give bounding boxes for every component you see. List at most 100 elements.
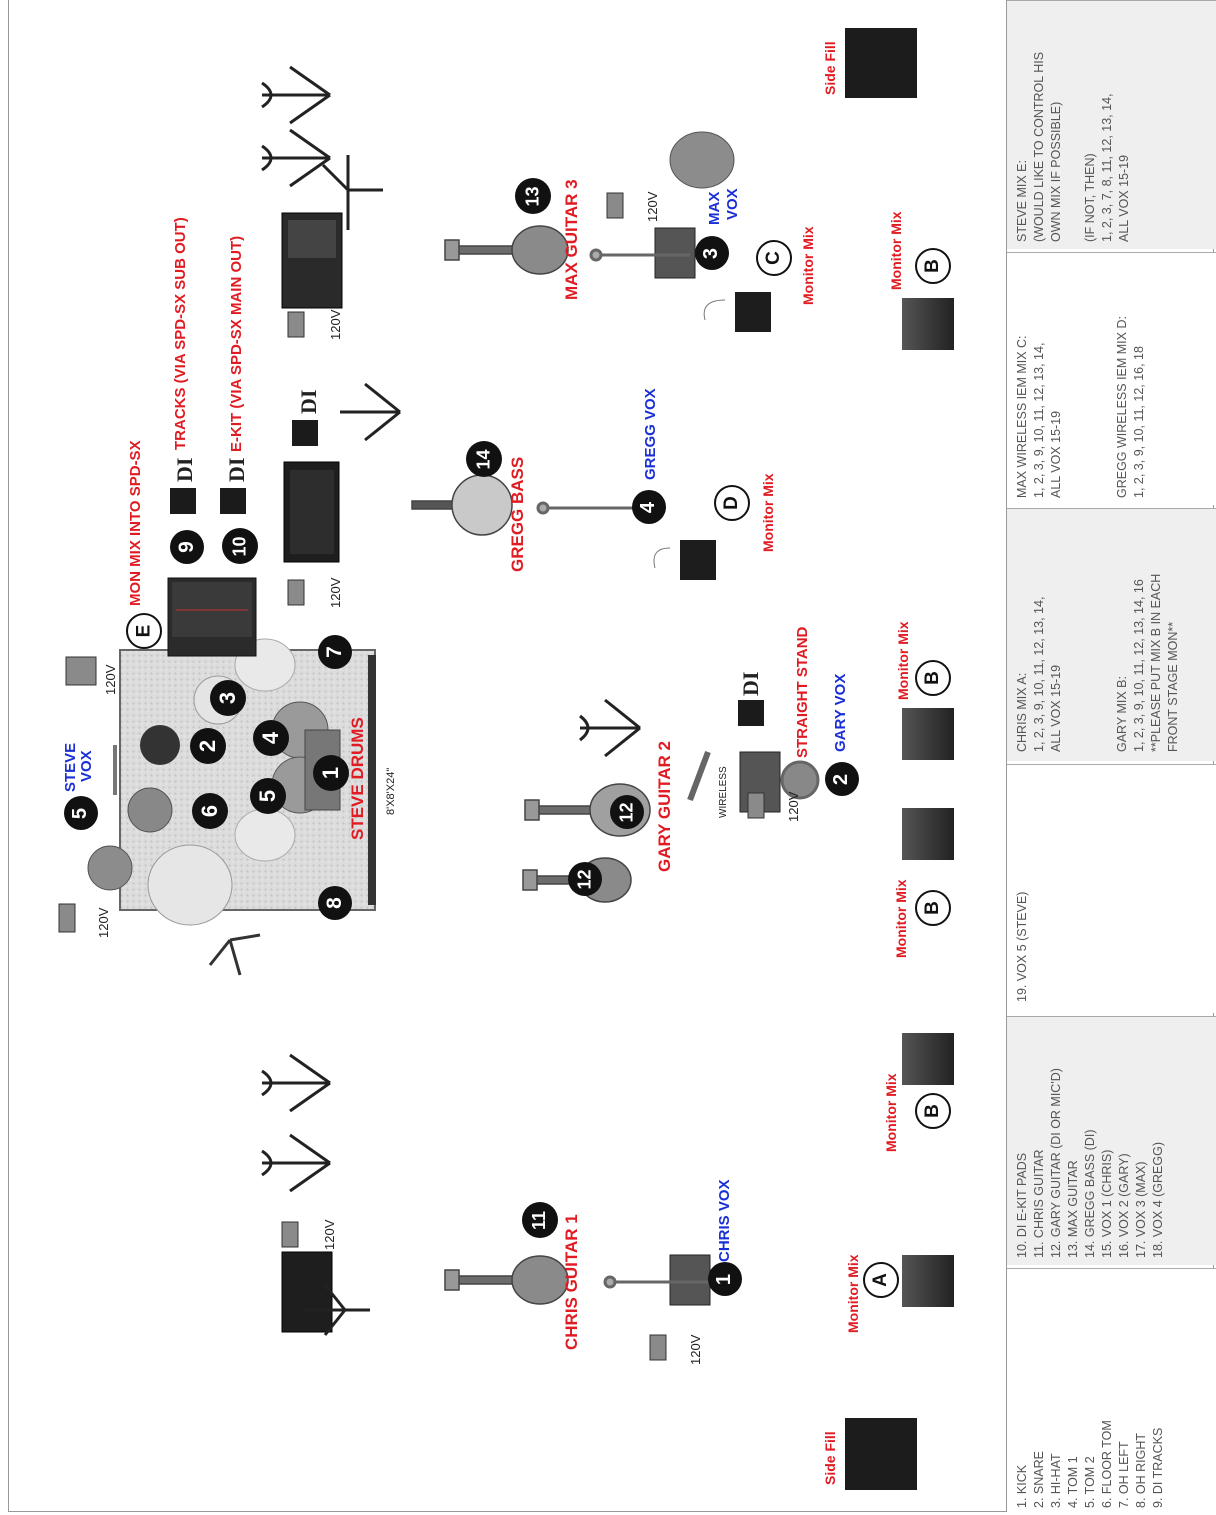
max-drum-pad — [669, 131, 735, 189]
cowbell-dark — [140, 725, 180, 765]
power-label-4: 120V — [328, 309, 343, 340]
badge-12b: 12 — [568, 862, 602, 896]
badge-2: 2 — [190, 728, 226, 764]
vox-badge-2: 2 — [825, 762, 859, 796]
stage-graphics — [58, 28, 954, 1490]
input-list-2: 10. DI E-KIT PADS 11. CHRIS GUITAR 12. G… — [1015, 1068, 1165, 1258]
iem-packs — [653, 292, 771, 580]
vox-badge-4: 4 — [632, 490, 666, 524]
di-boxes — [170, 420, 764, 726]
monitor-mix-b4: Monitor Mix — [883, 1073, 899, 1152]
mix-gregg: GREGG WIRELESS IEM MIX D: 1, 2, 3, 9, 10… — [1115, 316, 1146, 498]
max-vox-label-1: MAX — [706, 191, 723, 225]
vocal-mic-stands — [536, 248, 820, 1289]
mix-steve: STEVE MIX E: (WOULD LIKE TO CONTROL HIS … — [1015, 51, 1131, 242]
power-label-5: 120V — [645, 191, 660, 222]
input-list-1: 1. KICK 2. SNARE 3. HI-HAT 4. TOM 1 5. T… — [1015, 1420, 1165, 1508]
badge-3: 3 — [210, 680, 246, 716]
steve-vox-label-1: STEVE — [62, 742, 79, 792]
riser-size-label: 8'X8'X24" — [385, 767, 397, 815]
di-label-gary: DI — [738, 671, 763, 696]
mix-letter-a: A — [863, 1262, 899, 1298]
mix-max: MAX WIRELESS IEM MIX C: 1, 2, 3, 9, 10, … — [1015, 335, 1063, 498]
mix-letter-b2: B — [915, 660, 951, 696]
gary-vox-label: GARY VOX — [832, 673, 849, 752]
straight-stand-label: STRAIGHT STAND — [794, 626, 811, 758]
chris-amp — [281, 1251, 333, 1333]
badge-12a: 12 — [610, 795, 644, 829]
mix-cell-max-gregg — [1006, 252, 1216, 505]
panel-divider — [1006, 0, 1007, 1512]
steve-drums-label: STEVE DRUMS — [348, 717, 367, 840]
floor-tom-gray — [127, 787, 173, 833]
badge-4: 4 — [253, 720, 289, 756]
tracks-label: TRACKS (VIA SPD-SX SUB OUT) — [172, 217, 189, 450]
gregg-bass-label: GREGG BASS — [508, 456, 527, 572]
power-label-1: 120V — [96, 907, 111, 938]
gary-guitar-label: GARY GUITAR 2 — [655, 741, 674, 872]
cymbal-ride — [147, 844, 233, 926]
mix-letter-b1: B — [915, 248, 951, 284]
monitor-mix-c: Monitor Mix — [800, 226, 816, 305]
power-label-3: 120V — [328, 577, 343, 608]
drum-stand — [208, 933, 261, 976]
badge-5: 5 — [250, 778, 286, 814]
riser-edge — [368, 655, 376, 905]
monitor-mix-a: Monitor Mix — [845, 1254, 861, 1333]
list-cell-2 — [1006, 1016, 1216, 1265]
di-label-tracks: DI — [172, 457, 197, 482]
di-label-ekit: DI — [224, 457, 249, 482]
power-label-7: 120V — [322, 1219, 337, 1250]
badge-13: 13 — [515, 178, 551, 214]
badge-9: 9 — [170, 530, 204, 564]
mix-gary: GARY MIX B: 1, 2, 3, 9, 10, 11, 12, 13, … — [1115, 573, 1180, 752]
side-fill-top — [845, 28, 917, 98]
wireless-label: WIRELESS — [718, 766, 729, 818]
monitor-mix-b1: Monitor Mix — [888, 211, 904, 290]
badge-10: 10 — [222, 528, 258, 564]
side-fill-bottom-label: Side Fill — [822, 1431, 838, 1485]
chris-vox-label: CHRIS VOX — [716, 1179, 733, 1262]
power-label-8: 120V — [688, 1334, 703, 1365]
badge-1: 1 — [313, 755, 349, 791]
guitar-shapes — [411, 225, 651, 1305]
power-label-2: 120V — [103, 664, 118, 695]
badge-8: 8 — [318, 886, 352, 920]
badge-11: 11 — [522, 1202, 558, 1238]
steve-vox-label-2: VOX — [78, 750, 95, 782]
mix-cell-steve — [1006, 0, 1216, 249]
badge-6: 6 — [192, 793, 228, 829]
pedalboards — [654, 227, 781, 1306]
input-list-3: 19. VOX 5 (STEVE) — [1015, 891, 1029, 1002]
tripod-stands — [261, 65, 641, 1336]
mix-letter-e: E — [126, 613, 162, 649]
mix-cell-chris-gary — [1006, 508, 1216, 761]
power-outlets — [58, 192, 765, 1361]
power-label-6: 120V — [786, 791, 801, 822]
mix-chris: CHRIS MIX A: 1, 2, 3, 9, 10, 11, 12, 13,… — [1015, 596, 1063, 752]
side-fill-bottom — [845, 1418, 917, 1490]
mix-letter-d: D — [714, 485, 750, 521]
steve-vox-mic — [87, 845, 133, 891]
mix-letter-b4: B — [915, 1093, 951, 1129]
mon-mix-label: MON MIX INTO SPD-SX — [127, 440, 144, 606]
list-cell-1 — [1006, 1268, 1216, 1513]
vox-badge-5: 5 — [64, 796, 98, 830]
vox-badge-3: 3 — [695, 236, 729, 270]
side-fill-top-label: Side Fill — [822, 41, 838, 95]
badge-14: 14 — [466, 441, 502, 477]
badge-7: 7 — [318, 635, 352, 669]
wedge-monitors — [902, 298, 954, 1307]
mix-letter-c: C — [756, 240, 792, 276]
monitor-mix-d: Monitor Mix — [760, 473, 776, 552]
vox-badge-1: 1 — [708, 1262, 742, 1296]
chris-guitar-label: CHRIS GUITAR 1 — [562, 1214, 581, 1350]
list-cell-3 — [1006, 764, 1216, 1013]
monitor-mix-b2: Monitor Mix — [895, 621, 911, 700]
max-guitar-label: MAX GUITAR 3 — [562, 179, 581, 300]
info-panel — [1006, 0, 1216, 1515]
ekit-label: E-KIT (VIA SPD-SX MAIN OUT) — [228, 235, 245, 452]
cymbal-crash-left — [234, 808, 296, 862]
mix-letter-b3: B — [915, 890, 951, 926]
